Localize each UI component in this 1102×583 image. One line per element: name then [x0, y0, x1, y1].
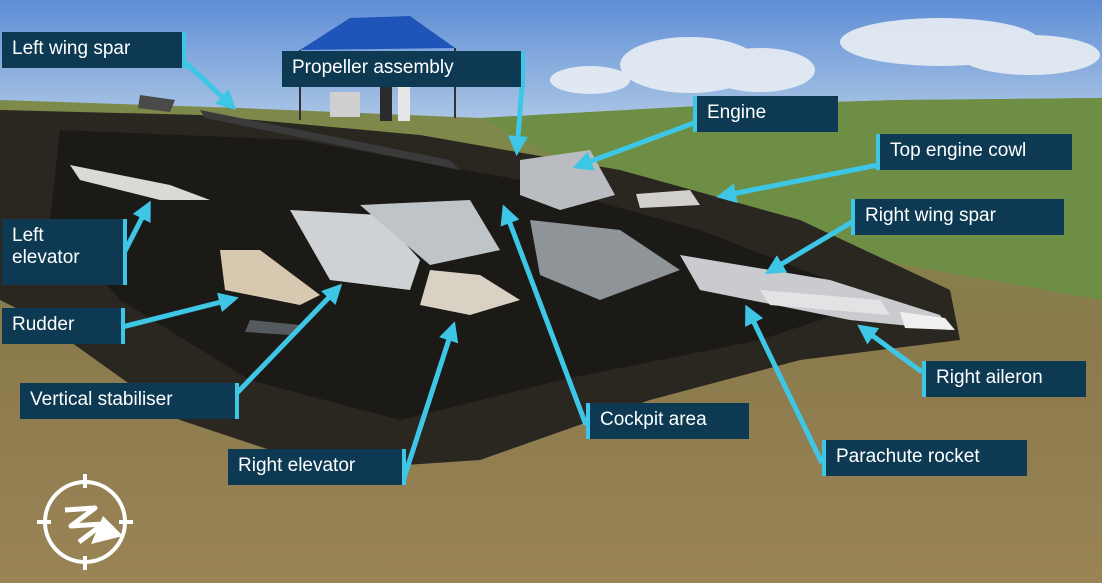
arrow-right-elevator: [399, 321, 459, 485]
label-text: Right aileron: [936, 367, 1043, 388]
label-text: Vertical stabiliser: [30, 389, 173, 410]
label-text: Top engine cowl: [890, 140, 1027, 161]
arrow-left-wing-spar: [183, 60, 237, 111]
label-text: Engine: [707, 102, 767, 123]
arrow-parachute-rocket: [745, 304, 825, 465]
arrow-propeller-assembly: [508, 85, 529, 156]
arrow-right-wing-spar: [764, 219, 854, 275]
label-text: Left wing spar: [12, 38, 131, 59]
label-top-engine-cowl: Top engine cowl: [876, 134, 1072, 170]
label-rudder: Rudder: [2, 308, 125, 344]
label-left-elevator: Left elevator: [2, 219, 127, 285]
label-text-line1: Left: [12, 225, 44, 246]
label-text: Right wing spar: [865, 205, 996, 226]
arrows: [121, 60, 924, 485]
label-engine: Engine: [693, 96, 838, 132]
label-text: Rudder: [12, 314, 75, 335]
label-right-aileron: Right aileron: [922, 361, 1086, 397]
label-propeller-assembly: Propeller assembly: [282, 51, 525, 87]
label-parachute-rocket: Parachute rocket: [822, 440, 1027, 476]
arrow-engine: [572, 120, 695, 171]
label-left-wing-spar: Left wing spar: [2, 32, 186, 68]
arrow-cockpit-area: [500, 204, 589, 426]
label-text: Right elevator: [238, 455, 356, 476]
clouds: [550, 18, 1100, 94]
compass-logo-icon: [37, 474, 133, 570]
arrow-left-elevator: [121, 200, 151, 255]
arrow-top-engine-cowl: [716, 162, 879, 204]
label-text: Parachute rocket: [836, 446, 980, 467]
arrow-rudder: [121, 292, 239, 330]
label-text: Cockpit area: [600, 409, 707, 430]
label-text-line2: elevator: [12, 247, 80, 268]
label-right-wing-spar: Right wing spar: [851, 199, 1064, 235]
arrow-right-aileron: [857, 324, 924, 375]
label-cockpit-area: Cockpit area: [586, 403, 749, 439]
arrow-vertical-stabiliser: [234, 283, 343, 396]
label-right-elevator: Right elevator: [228, 449, 406, 485]
label-vertical-stabiliser: Vertical stabiliser: [20, 383, 239, 419]
label-text: Propeller assembly: [292, 57, 454, 78]
